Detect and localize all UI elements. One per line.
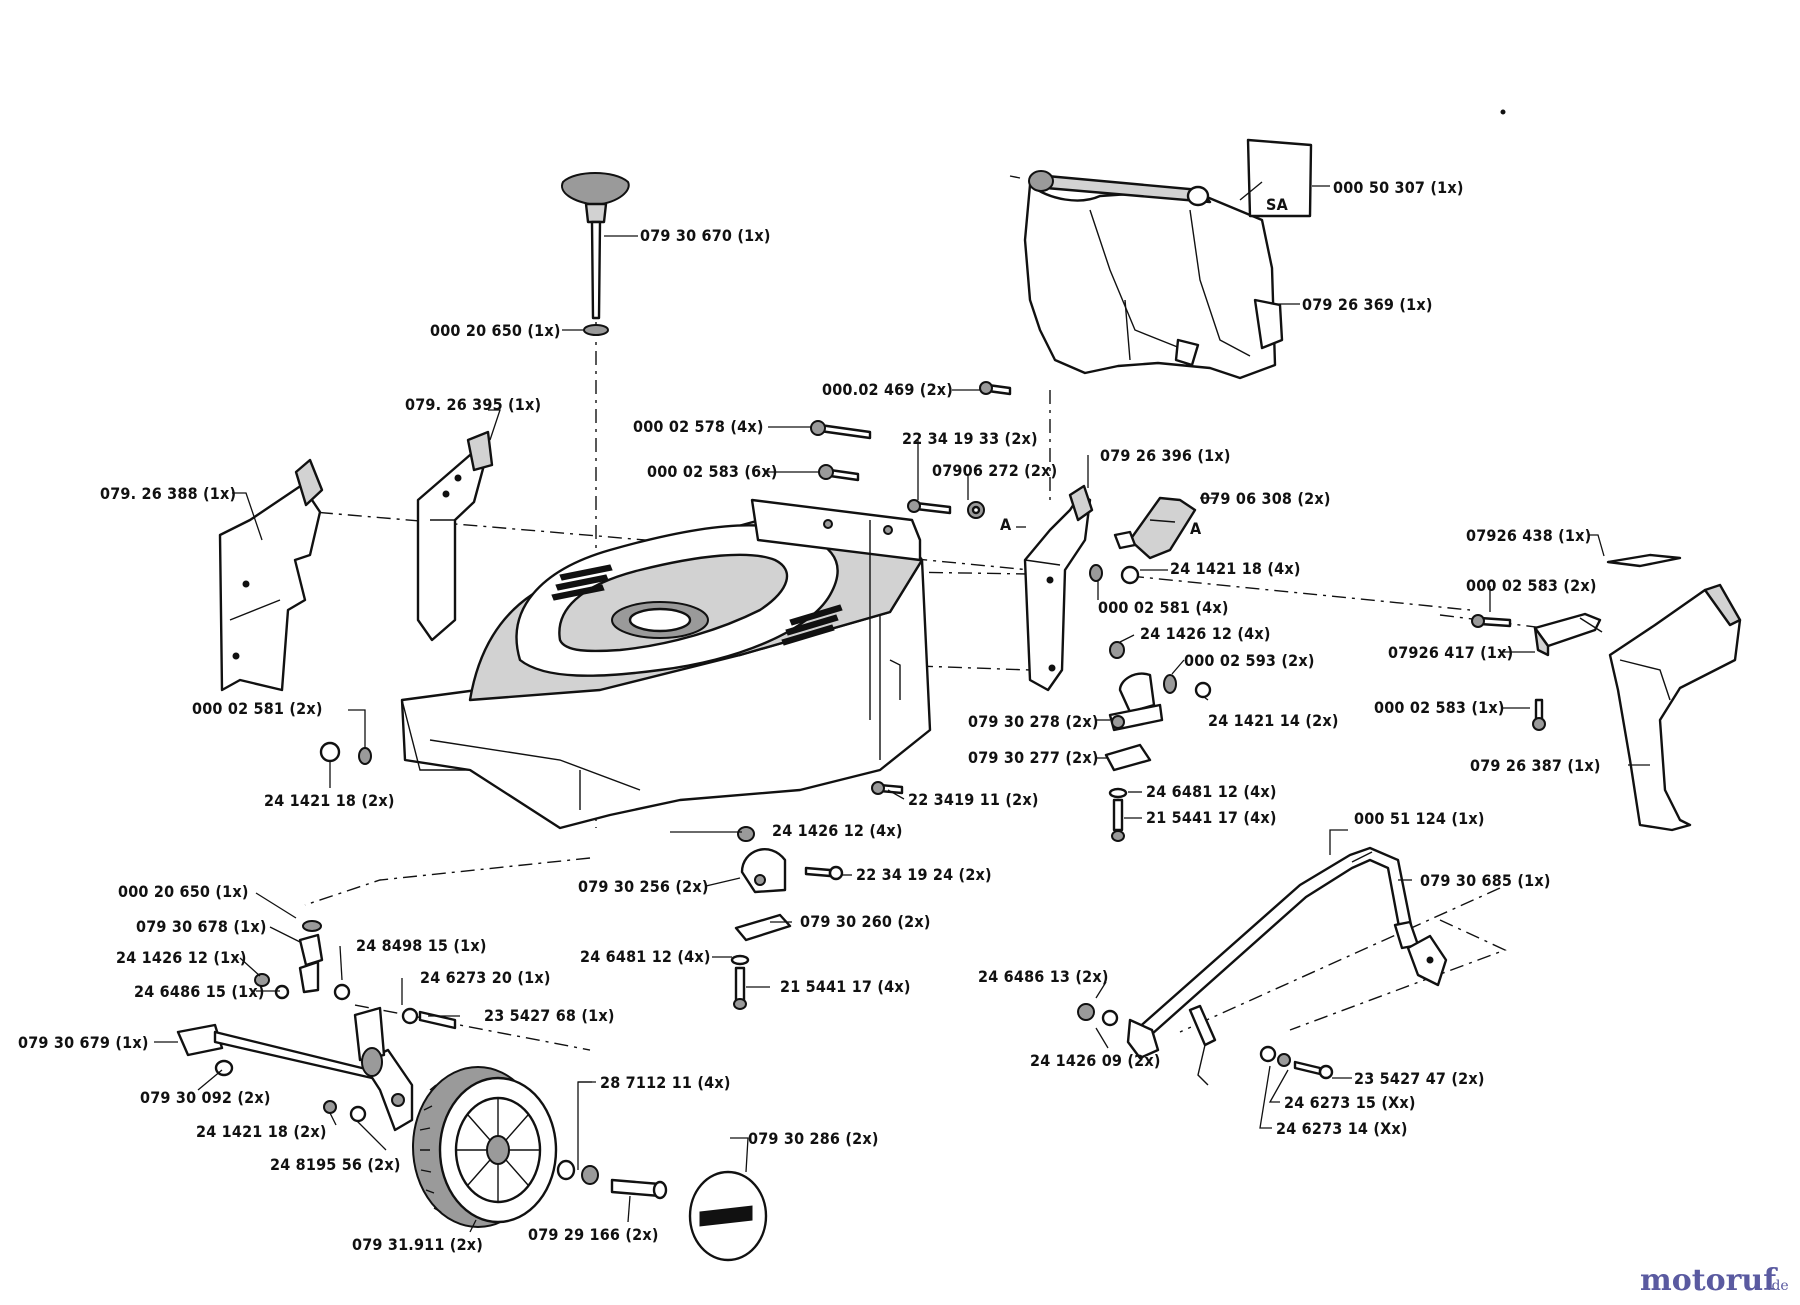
- part-label: 079 30 278 (2x): [968, 712, 1099, 731]
- deflector-bracket-part: [1533, 612, 1603, 657]
- marker-sa: SA: [1266, 195, 1289, 214]
- marker-a-lower: A: [1000, 515, 1012, 534]
- part-label: 24 6273 15 (Xx): [1284, 1093, 1416, 1112]
- wheel-lever-part: [734, 848, 792, 942]
- part-label: 000 02 578 (4x): [633, 417, 764, 436]
- grass-catcher-part: [1009, 170, 1284, 380]
- part-label: 079 31.911 (2x): [352, 1235, 483, 1254]
- part-label: 000 02 583 (1x): [1374, 698, 1505, 717]
- part-label: 000.02 469 (2x): [822, 380, 953, 399]
- part-label: 07926 417 (1x): [1388, 643, 1513, 662]
- part-label: 000 02 581 (2x): [192, 699, 323, 718]
- label-plate-part: [1239, 138, 1313, 218]
- wheel-part: [412, 1066, 558, 1228]
- front-axle-part: [176, 1006, 414, 1132]
- part-label: 24 1421 14 (2x): [1208, 711, 1339, 730]
- part-label: 000 02 583 (6x): [647, 462, 778, 481]
- hub-cap-part: [556, 1159, 768, 1262]
- leader-lines: [154, 185, 1650, 1233]
- watermark: motoruf .de: [1640, 1263, 1789, 1298]
- part-label: 24 1426 12 (1x): [116, 948, 247, 967]
- part-label: 24 1426 12 (4x): [772, 821, 903, 840]
- part-label: 24 6481 12 (4x): [580, 947, 711, 966]
- part-label: 079 29 166 (2x): [528, 1225, 659, 1244]
- part-label: 000 20 650 (1x): [118, 882, 249, 901]
- part-label: 24 1421 18 (2x): [196, 1122, 327, 1141]
- part-label: 000 51 124 (1x): [1354, 809, 1485, 828]
- part-label: 079 30 256 (2x): [578, 877, 709, 896]
- part-label: 24 8498 15 (1x): [356, 936, 487, 955]
- part-label: 23 5427 47 (2x): [1354, 1069, 1485, 1088]
- height-adjuster-part: [1104, 672, 1164, 772]
- mower-deck-part: [400, 498, 932, 830]
- part-label: 000 20 650 (1x): [430, 321, 561, 340]
- part-label: 23 5427 68 (1x): [484, 1006, 615, 1025]
- right-deflector-part: [1608, 583, 1742, 832]
- adjustment-knob-part: [561, 172, 630, 336]
- side-deflector-part: [218, 458, 324, 692]
- part-label: 24 1421 18 (2x): [264, 791, 395, 810]
- part-labels: 079 30 670 (1x) 000 20 650 (1x) 079. 26 …: [18, 178, 1601, 1254]
- part-label: 24 1426 12 (4x): [1140, 624, 1271, 643]
- part-label: 079 30 678 (1x): [136, 917, 267, 936]
- watermark-text: motoruf: [1640, 1263, 1778, 1298]
- handle-bar-part: [1126, 846, 1420, 1060]
- part-label: 079 30 277 (2x): [968, 748, 1099, 767]
- part-label: 21 5441 17 (4x): [1146, 808, 1277, 827]
- part-label: 000 02 583 (2x): [1466, 576, 1597, 595]
- part-label: 24 1426 09 (2x): [1030, 1051, 1161, 1070]
- part-label: 24 8195 56 (2x): [270, 1155, 401, 1174]
- hinge-pin-part: [1113, 496, 1197, 560]
- hinge-bracket-part: [416, 430, 494, 642]
- part-label: 079 30 670 (1x): [640, 226, 771, 245]
- part-label: 24 6273 14 (Xx): [1276, 1119, 1408, 1138]
- part-label: 079 06 308 (2x): [1200, 489, 1331, 508]
- deflector-clip-part: [1606, 553, 1682, 568]
- part-label: 079 26 396 (1x): [1100, 446, 1231, 465]
- part-label: 079 30 286 (2x): [748, 1129, 879, 1148]
- part-label: 000 02 593 (2x): [1184, 651, 1315, 670]
- rear-hinge-bracket-part: [1023, 484, 1094, 692]
- part-label: 22 3419 11 (2x): [908, 790, 1039, 809]
- handle-bracket-part: [1188, 934, 1448, 1086]
- fastener-parts: [319, 109, 1546, 1080]
- part-label: 24 6486 13 (2x): [978, 967, 1109, 986]
- part-label: 079. 26 388 (1x): [100, 484, 236, 503]
- part-label: 079 30 092 (2x): [140, 1088, 271, 1107]
- part-label: 079 30 679 (1x): [18, 1033, 149, 1052]
- part-label: 07926 438 (1x): [1466, 526, 1591, 545]
- part-label: 079 30 685 (1x): [1420, 871, 1551, 890]
- part-label: 079 26 387 (1x): [1470, 756, 1601, 775]
- part-label: 07906 272 (2x): [932, 461, 1057, 480]
- part-label: 21 5441 17 (4x): [780, 977, 911, 996]
- letter-markers: A SA A: [1000, 195, 1289, 538]
- part-label: 22 34 19 24 (2x): [856, 865, 992, 884]
- part-label: 24 6486 15 (1x): [134, 982, 265, 1001]
- part-label: 24 1421 18 (4x): [1170, 559, 1301, 578]
- part-label: 28 7112 11 (4x): [600, 1073, 731, 1092]
- part-label: 000 50 307 (1x): [1333, 178, 1464, 197]
- part-label: 24 6273 20 (1x): [420, 968, 551, 987]
- watermark-suffix: .de: [1767, 1278, 1789, 1294]
- part-label: 079 30 260 (2x): [800, 912, 931, 931]
- part-label: 000 02 581 (4x): [1098, 598, 1229, 617]
- marker-a-upper: A: [1190, 519, 1202, 538]
- part-label: 079 26 369 (1x): [1302, 295, 1433, 314]
- part-label: 22 34 19 33 (2x): [902, 429, 1038, 448]
- part-label: 24 6481 12 (4x): [1146, 782, 1277, 801]
- axle-bracket-part: [214, 920, 457, 1123]
- part-label: 079. 26 395 (1x): [405, 395, 541, 414]
